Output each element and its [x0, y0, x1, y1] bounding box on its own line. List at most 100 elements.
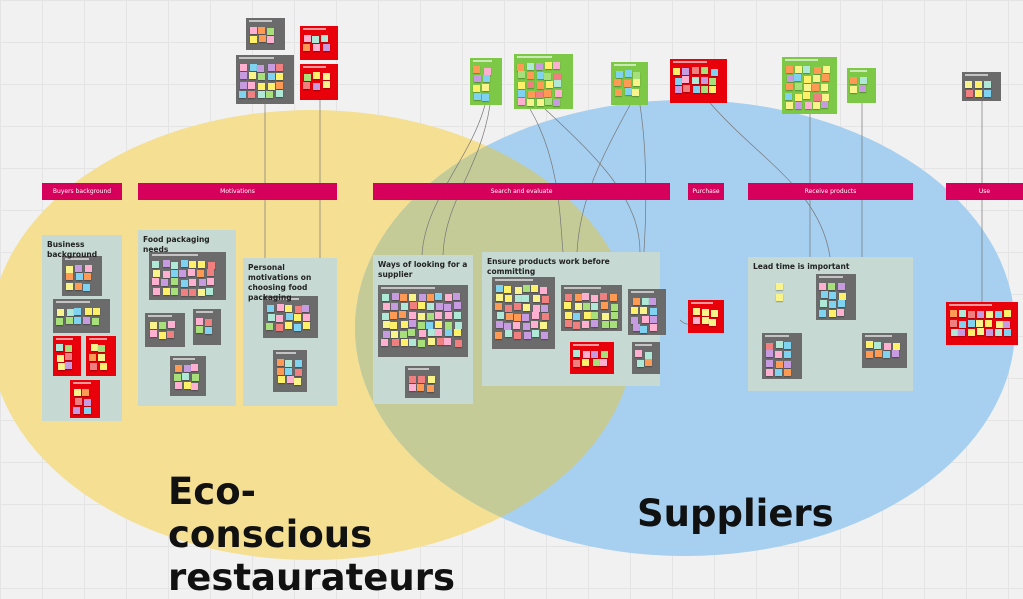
sticky-note[interactable] [435, 320, 443, 328]
sticky-note[interactable] [167, 321, 175, 329]
sticky-note[interactable] [166, 331, 174, 339]
sticky-note[interactable] [635, 350, 643, 358]
sticky-note[interactable] [819, 282, 827, 290]
sticky-note[interactable] [591, 350, 599, 358]
sticky-note[interactable] [950, 310, 958, 318]
sticky-note[interactable] [65, 362, 73, 370]
sticky-note[interactable] [56, 317, 64, 325]
sticky-note[interactable] [321, 34, 329, 42]
sticky-note[interactable] [267, 63, 275, 71]
sticky-note[interactable] [505, 312, 513, 320]
sticky-note[interactable] [454, 321, 462, 329]
sticky-note[interactable] [92, 307, 100, 315]
sticky-note[interactable] [535, 90, 543, 98]
sticky-note[interactable] [276, 359, 284, 367]
sticky-note[interactable] [540, 286, 548, 294]
sticky-note[interactable] [207, 261, 215, 269]
sticky-note[interactable] [495, 303, 503, 311]
sticky-note[interactable] [553, 72, 561, 80]
sticky-note[interactable] [390, 321, 398, 329]
sticky-note[interactable] [248, 72, 256, 80]
sticky-note[interactable] [640, 325, 648, 333]
sticky-note[interactable] [83, 283, 91, 291]
sticky-note[interactable] [417, 375, 425, 383]
sticky-note[interactable] [180, 279, 188, 287]
sticky-note[interactable] [774, 369, 782, 377]
sticky-note[interactable] [786, 74, 794, 82]
sticky-note[interactable] [592, 359, 600, 367]
sticky-note[interactable] [784, 341, 792, 349]
sticky-note[interactable] [522, 285, 530, 293]
sticky-note[interactable] [527, 62, 535, 70]
sticky-note[interactable] [174, 382, 182, 390]
sticky-note[interactable] [170, 288, 178, 296]
gray-sticky-cluster[interactable] [246, 18, 285, 50]
sticky-note[interactable] [382, 312, 390, 320]
gray-sticky-cluster[interactable] [632, 342, 660, 374]
sticky-note[interactable] [400, 339, 408, 347]
sticky-note[interactable] [540, 304, 548, 312]
sticky-note[interactable] [206, 269, 214, 277]
sticky-note[interactable] [312, 35, 320, 43]
sticky-note[interactable] [709, 85, 717, 93]
sticky-note[interactable] [532, 330, 540, 338]
sticky-note[interactable] [819, 310, 827, 318]
sticky-note[interactable] [600, 302, 608, 310]
sticky-note[interactable] [822, 93, 830, 101]
sticky-note[interactable] [775, 351, 783, 359]
sticky-note[interactable] [294, 377, 302, 385]
sticky-note[interactable] [803, 65, 811, 73]
sticky-note[interactable] [382, 320, 390, 328]
sticky-note[interactable] [399, 311, 407, 319]
sticky-note[interactable] [610, 293, 618, 301]
sticky-note[interactable] [573, 350, 581, 358]
sticky-note[interactable] [838, 292, 846, 300]
gray-sticky-cluster[interactable] [816, 274, 856, 320]
gray-sticky-cluster[interactable] [561, 285, 622, 331]
sticky-note[interactable] [709, 318, 717, 326]
sticky-note[interactable] [765, 360, 773, 368]
gray-sticky-cluster[interactable] [170, 356, 206, 396]
sticky-note[interactable] [162, 270, 170, 278]
sticky-note[interactable] [615, 88, 623, 96]
sticky-note[interactable] [161, 279, 169, 287]
sticky-note[interactable] [632, 324, 640, 332]
sticky-note[interactable] [483, 67, 491, 75]
sticky-note[interactable] [191, 373, 199, 381]
sticky-note[interactable] [149, 321, 157, 329]
sticky-note[interactable] [994, 328, 1002, 336]
sticky-note[interactable] [435, 312, 443, 320]
sticky-note[interactable] [950, 320, 958, 328]
sticky-note[interactable] [188, 269, 196, 277]
sticky-note[interactable] [239, 90, 247, 98]
sticky-note[interactable] [1003, 310, 1011, 318]
sticky-note[interactable] [691, 67, 699, 75]
sticky-note[interactable] [205, 318, 213, 326]
sticky-note[interactable] [381, 339, 389, 347]
sticky-note[interactable] [66, 308, 74, 316]
sticky-note[interactable] [408, 375, 416, 383]
sticky-note[interactable] [294, 313, 302, 321]
sticky-note[interactable] [240, 72, 248, 80]
red-sticky-cluster[interactable] [670, 59, 727, 103]
sticky-note[interactable] [74, 398, 82, 406]
sticky-note[interactable] [517, 71, 525, 79]
sticky-note[interactable] [417, 384, 425, 392]
sticky-note[interactable] [775, 341, 783, 349]
sticky-note[interactable] [553, 62, 561, 70]
sticky-note[interactable] [995, 320, 1003, 328]
sticky-note[interactable] [650, 307, 658, 315]
sticky-note[interactable] [453, 302, 461, 310]
sticky-note[interactable] [795, 101, 803, 109]
sticky-note[interactable] [418, 330, 426, 338]
sticky-note[interactable] [850, 85, 858, 93]
sticky-note[interactable] [74, 389, 82, 397]
sticky-note[interactable] [149, 330, 157, 338]
gray-sticky-cluster[interactable] [62, 256, 102, 296]
sticky-note[interactable] [391, 338, 399, 346]
sticky-note[interactable] [582, 359, 590, 367]
sticky-note[interactable] [601, 312, 609, 320]
sticky-note[interactable] [444, 312, 452, 320]
sticky-note[interactable] [517, 81, 525, 89]
sticky-note[interactable] [968, 319, 976, 327]
